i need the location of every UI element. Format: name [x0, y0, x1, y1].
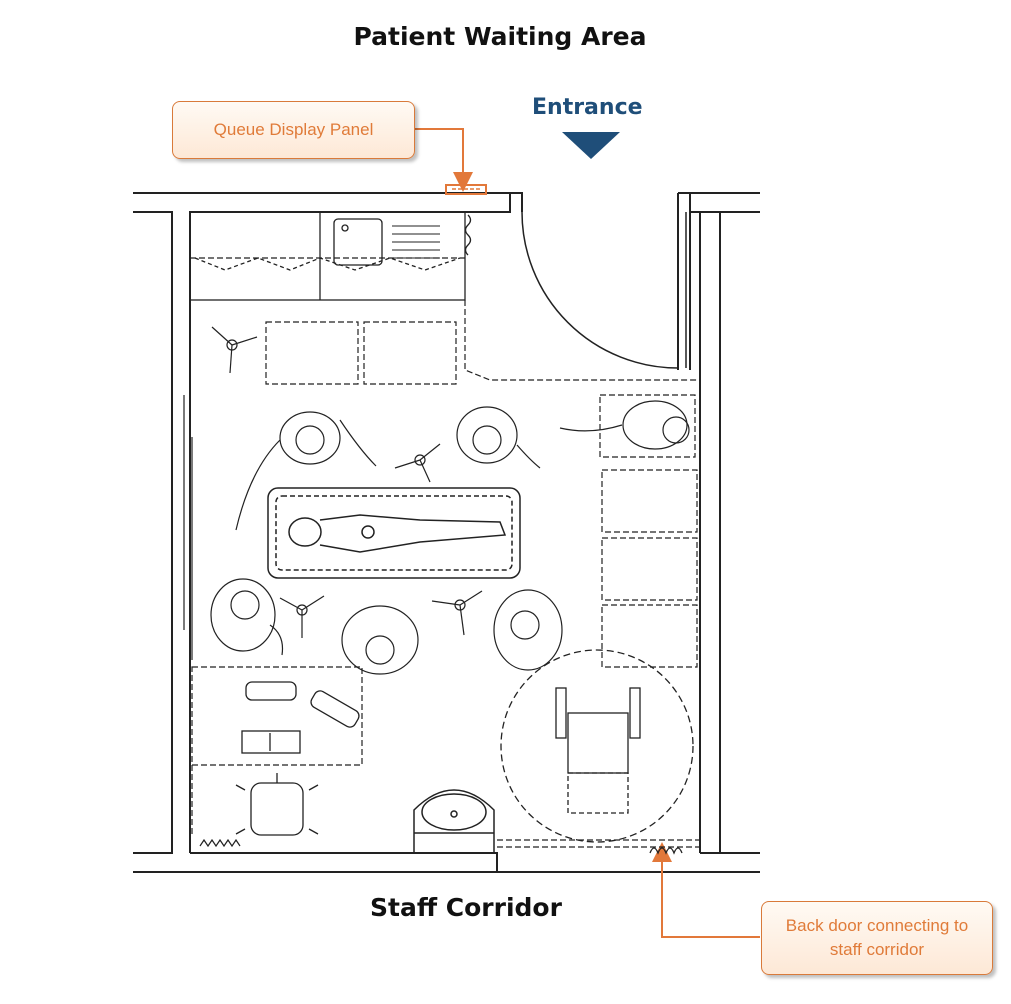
wheelchair-turning-circle: [500, 649, 694, 843]
callout-back-door: Back door connecting to staff corridor: [761, 901, 993, 975]
walls: [133, 192, 760, 873]
instrument-cart: [241, 681, 360, 754]
dashed-zones: [191, 300, 700, 848]
page-title-waiting-area: Patient Waiting Area: [353, 22, 647, 51]
wash-basin: [413, 789, 495, 854]
staff-figures: [210, 400, 690, 675]
trolley: [235, 773, 319, 836]
left-wall-details: [183, 395, 241, 848]
wheelchair-icon: [555, 687, 641, 814]
entrance-arrow-icon: [562, 132, 620, 159]
stools: [211, 326, 483, 638]
callout-queue-display: Queue Display Panel: [172, 101, 415, 159]
back-door: [649, 847, 683, 855]
counter-top: [189, 211, 472, 301]
entrance-door: [521, 211, 687, 369]
operating-table-icon: [267, 487, 521, 579]
sink-icon: [333, 218, 383, 266]
entrance-label: Entrance: [532, 95, 643, 120]
page-title-staff-corridor: Staff Corridor: [370, 893, 562, 922]
